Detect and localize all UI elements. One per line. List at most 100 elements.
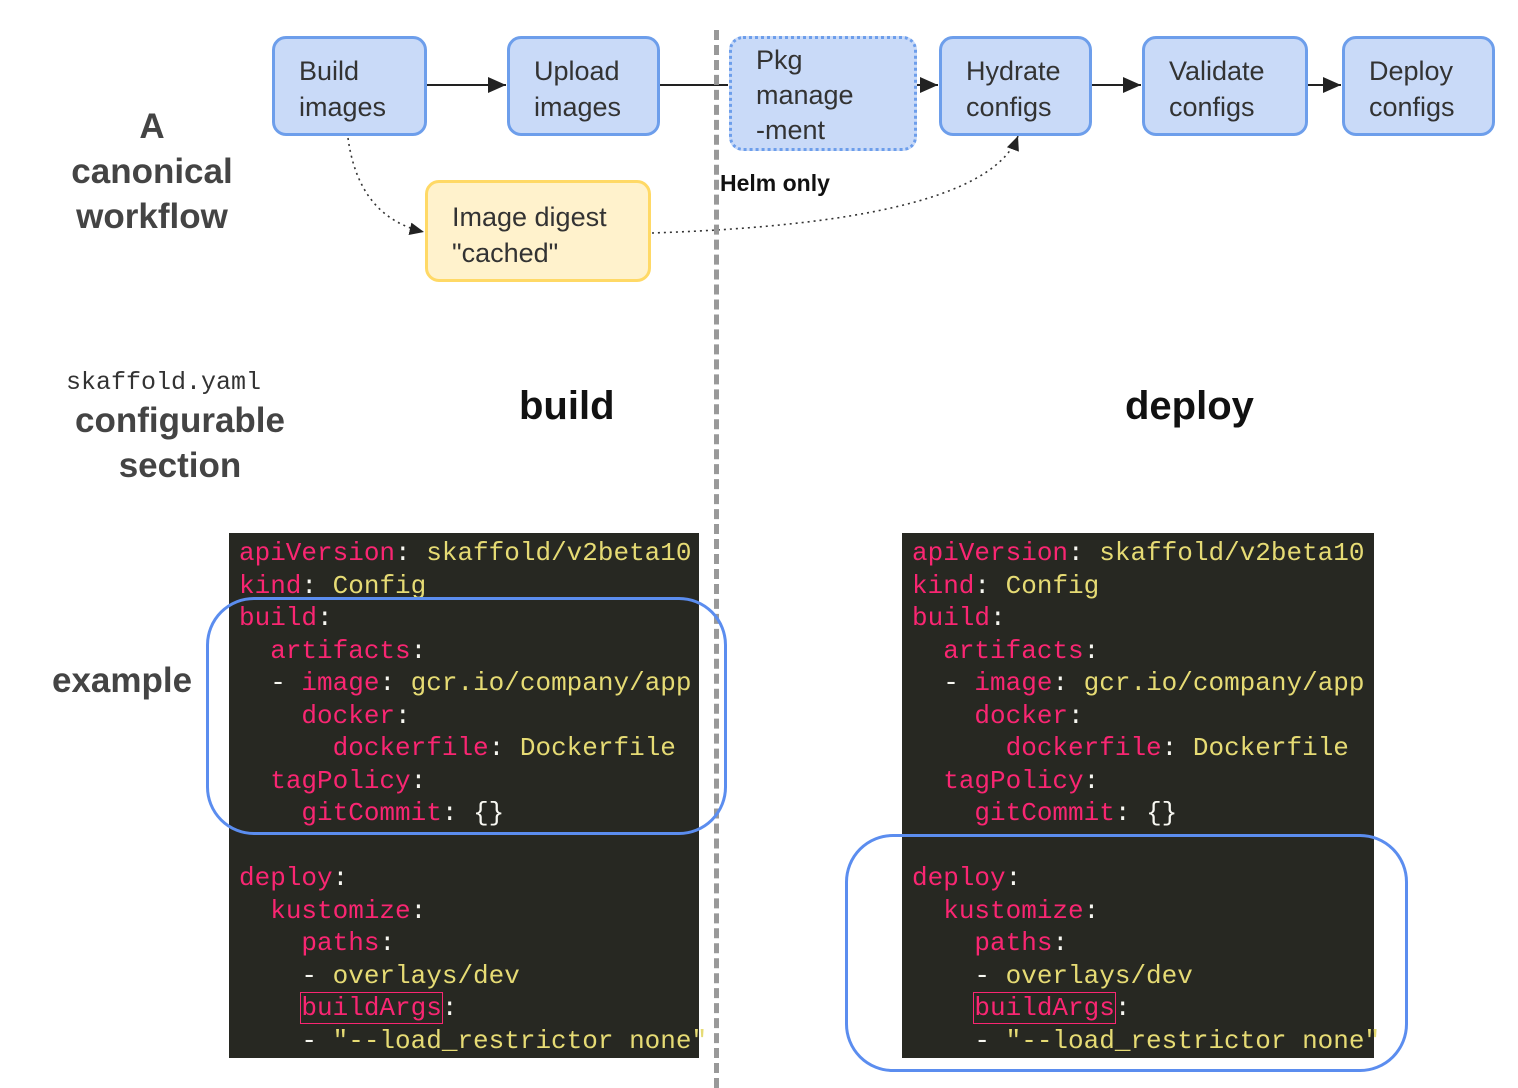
- yaml-punct: [239, 896, 270, 926]
- yaml-punct: :: [410, 765, 427, 796]
- yaml-punct: [912, 798, 974, 828]
- yaml-punct: :: [1083, 765, 1100, 796]
- yaml-value: Dockerfile: [1192, 733, 1349, 763]
- yaml-key: apiVersion: [912, 538, 1069, 568]
- yaml-key: artifacts: [270, 635, 411, 666]
- yaml-key: docker: [301, 700, 396, 731]
- yaml-punct: : {}: [1114, 798, 1178, 828]
- yaml-punct: :: [379, 928, 396, 958]
- arrow-cache-to-hydrate: [651, 135, 1019, 234]
- code-line: deploy:: [912, 862, 1374, 895]
- code-line: dockerfile: Dockerfile: [239, 732, 699, 765]
- configurable-section-label: skaffold.yaml configurable section: [40, 368, 320, 488]
- yaml-key: paths: [301, 928, 380, 958]
- yaml-punct: [912, 766, 943, 796]
- deploy-section-highlight: [845, 834, 1408, 1072]
- yaml-value: gcr.io/company/app: [410, 668, 692, 698]
- yaml-key: buildArgs: [300, 992, 443, 1024]
- code-line: apiVersion: skaffold/v2beta10: [912, 537, 1374, 570]
- code-line: - "--load_restrictor none": [239, 1025, 707, 1058]
- yaml-punct: :: [1005, 863, 1022, 893]
- code-line: kind: Config: [912, 570, 1374, 603]
- yaml-punct: -: [239, 668, 302, 698]
- phase-divider: [714, 30, 719, 1088]
- code-line: - overlays/dev: [239, 960, 699, 993]
- yaml-punct: :: [317, 603, 333, 633]
- yaml-punct: -: [912, 668, 975, 698]
- build-section-highlight: [206, 597, 727, 835]
- yaml-punct: :: [1161, 733, 1193, 763]
- yaml-punct: [912, 701, 974, 731]
- yaml-key: image: [974, 668, 1053, 698]
- yaml-key: deploy: [239, 863, 333, 893]
- code-line: tagPolicy:: [912, 765, 1374, 798]
- yaml-punct: :: [410, 635, 427, 666]
- yaml-punct: -: [239, 960, 333, 991]
- skaffold-yaml-filename: skaffold.yaml: [66, 368, 262, 397]
- yaml-key: gitCommit: [974, 798, 1115, 828]
- yaml-value: Config: [332, 570, 427, 601]
- code-line: docker:: [912, 700, 1374, 733]
- workflow-label: A canonical workflow: [71, 107, 233, 236]
- yaml-punct: :: [441, 993, 458, 1023]
- yaml-punct: :: [1083, 895, 1100, 926]
- yaml-key: deploy: [912, 863, 1006, 893]
- yaml-key: apiVersion: [239, 538, 396, 568]
- build-column-title: build: [519, 384, 615, 428]
- yaml-punct: :: [974, 570, 1006, 601]
- yaml-key: gitCommit: [301, 798, 442, 828]
- yaml-punct: :: [395, 538, 427, 568]
- yaml-key: dockerfile: [332, 733, 489, 763]
- yaml-punct: :: [1083, 635, 1100, 666]
- code-line: artifacts:: [239, 635, 699, 668]
- code-line: buildArgs:: [239, 992, 699, 1025]
- yaml-value: Config: [1005, 570, 1100, 601]
- yaml-punct: :: [410, 895, 427, 926]
- arrow-build-to-cache: [347, 137, 425, 236]
- code-line: docker:: [239, 700, 699, 733]
- yaml-key: paths: [974, 928, 1053, 958]
- code-line: - overlays/dev: [912, 960, 1374, 993]
- code-line: build:: [912, 602, 1374, 635]
- yaml-value: Dockerfile: [519, 733, 676, 763]
- yaml-punct: : {}: [441, 798, 505, 828]
- yaml-key: kustomize: [270, 895, 411, 926]
- yaml-key: tagPolicy: [943, 765, 1084, 796]
- code-line: apiVersion: skaffold/v2beta10: [239, 537, 699, 570]
- code-line: dockerfile: Dockerfile: [912, 732, 1374, 765]
- yaml-key: dockerfile: [1005, 733, 1162, 763]
- yaml-punct: :: [1052, 928, 1069, 958]
- yaml-key: artifacts: [943, 635, 1084, 666]
- yaml-punct: :: [1068, 538, 1100, 568]
- code-line: - image: gcr.io/company/app: [239, 667, 699, 700]
- yaml-punct: :: [990, 603, 1006, 633]
- deploy-column-title: deploy: [1125, 384, 1254, 428]
- yaml-punct: :: [301, 570, 333, 601]
- code-line: kustomize:: [912, 895, 1374, 928]
- code-line: kind: Config: [239, 570, 699, 603]
- yaml-key: kind: [239, 570, 302, 601]
- yaml-key: kind: [912, 570, 975, 601]
- code-line: tagPolicy:: [239, 765, 699, 798]
- yaml-key: kustomize: [943, 895, 1084, 926]
- yaml-punct: :: [1052, 668, 1084, 698]
- yaml-value: "--load_restrictor none": [332, 1025, 708, 1056]
- yaml-punct: :: [488, 733, 520, 763]
- yaml-punct: :: [332, 863, 349, 893]
- yaml-value: skaffold/v2beta10: [426, 538, 692, 568]
- code-line: gitCommit: {}: [239, 797, 699, 830]
- yaml-punct: -: [912, 1025, 1006, 1056]
- code-line: paths:: [239, 927, 699, 960]
- yaml-key: image: [301, 668, 380, 698]
- helm-only-note: Helm only: [720, 170, 830, 196]
- yaml-punct: [912, 636, 943, 666]
- code-line: artifacts:: [912, 635, 1374, 668]
- yaml-punct: :: [1114, 993, 1131, 1023]
